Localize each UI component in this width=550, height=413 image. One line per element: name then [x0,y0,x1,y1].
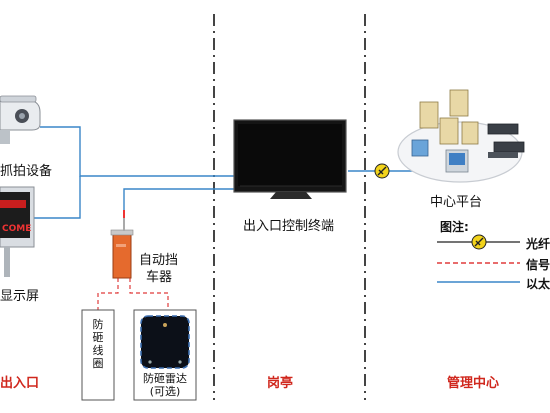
legend-signal-label: 信号 [526,258,550,272]
monitor-icon [233,119,347,199]
platform-label: 中心平台 [430,195,483,210]
radar-label-line2: (可选) [149,385,181,398]
display-to-terminal-link [34,176,81,219]
barrier-label-line1: 自动挡 [139,253,179,268]
ethernet-links [34,126,236,232]
zone-label-center: 管理中心 [447,376,500,391]
radar-label-line1: 防砸雷达 [143,372,187,385]
led-display-icon [0,186,35,277]
terminal-label: 出入口控制终端 [243,219,335,234]
capture-to-terminal-link [40,126,236,177]
server-cluster-icon [397,89,525,183]
barrier-to-terminal-link [123,188,236,232]
legend-title: 图注: [440,220,469,234]
barrier-gate-icon [110,210,134,279]
zone-label-entrance: 出入口 [0,376,40,391]
fiber-converter-icon [374,163,390,179]
legend-fiber-line [437,234,520,250]
capture-device-label: 抓拍设备 [0,164,53,179]
barrier-to-radar-signal [129,278,169,310]
barrier-to-coil-signal [97,278,119,310]
coil-label: 防砸线圈 [92,318,104,370]
display-device-label: 显示屏 [0,289,40,304]
zone-label-booth: 岗亭 [267,376,294,391]
legend-fiber-label: 光纤 [526,237,550,251]
radar-device-icon [133,309,197,401]
coil-box [81,309,115,401]
legend-ethernet-label: 以太 [526,277,550,291]
capture-camera-icon [0,95,41,144]
signal-links [97,278,169,310]
display-screen-text: COME [2,224,31,234]
barrier-label-line2: 车器 [146,270,173,285]
